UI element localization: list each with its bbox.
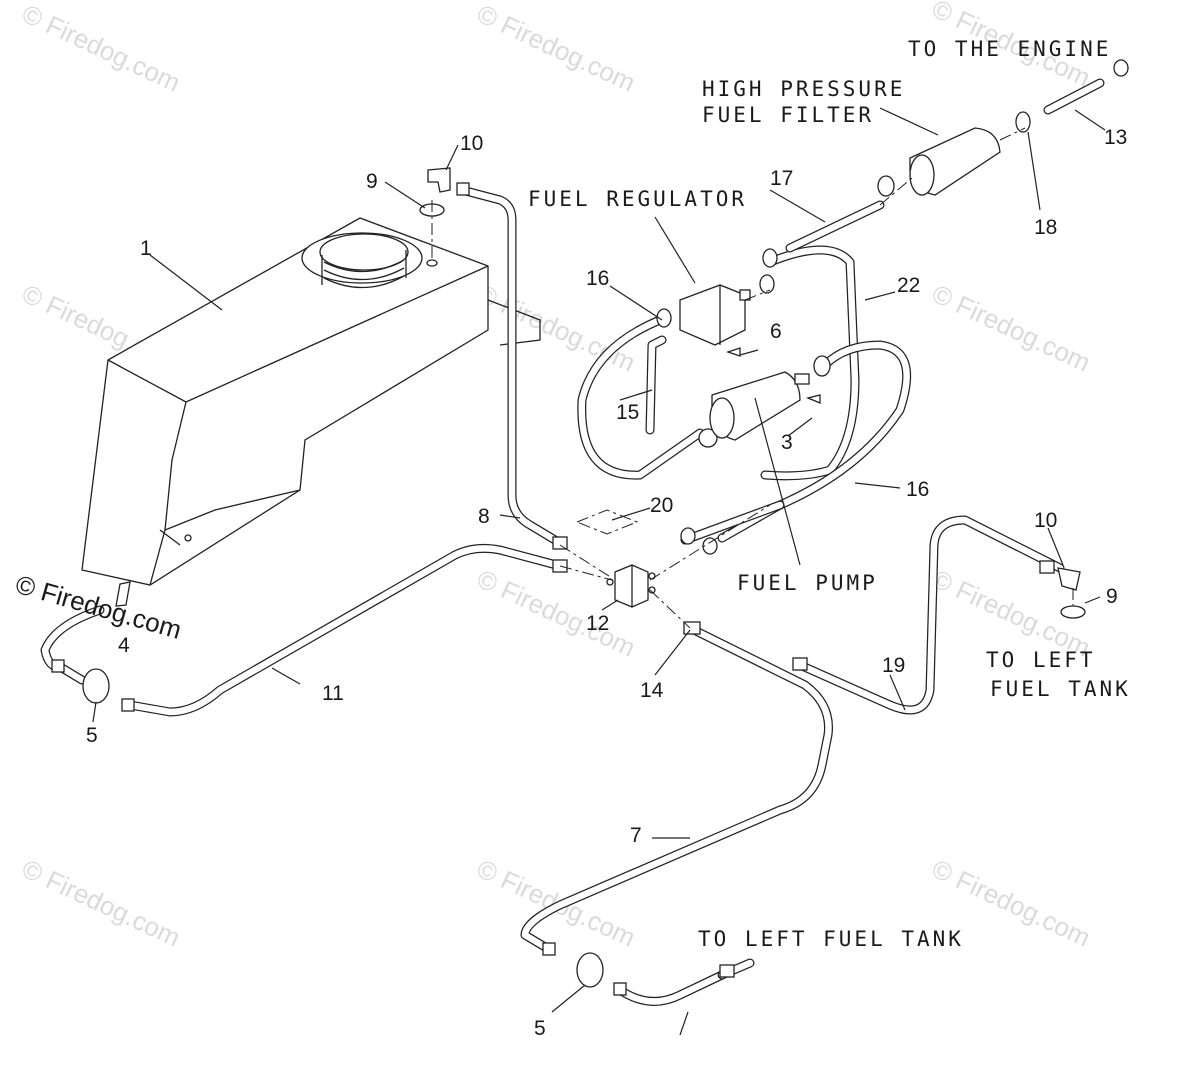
callout-1: 1 [140, 237, 152, 260]
callout-16: 16 [906, 478, 929, 501]
callout-7: 7 [630, 824, 642, 847]
hose-22 [760, 245, 860, 481]
hose-clamp [456, 182, 470, 196]
callout-8: 8 [478, 505, 490, 528]
inline-filter [576, 952, 604, 988]
hose-clamp [702, 537, 718, 555]
callout-13: 13 [1104, 126, 1127, 149]
watermark: © Firedog.com [17, 0, 185, 98]
callout-9: 9 [1106, 585, 1118, 608]
watermark: © Firedog.com [472, 278, 640, 377]
caption-to-left: TO LEFT [986, 648, 1096, 672]
hose-clamp [762, 248, 778, 268]
callout-6: 6 [770, 320, 782, 343]
hose-clamp [1015, 111, 1031, 133]
callout-19: 19 [882, 654, 905, 677]
hose-clamp [121, 698, 135, 712]
callout-10: 10 [1034, 509, 1057, 532]
callout-18: 18 [1034, 216, 1057, 239]
hose-clamp [51, 659, 65, 673]
elbow-fitting [427, 167, 451, 193]
hose-clamp [792, 657, 808, 671]
hose-clamp [1039, 560, 1055, 574]
fuel-tank [81, 217, 541, 586]
callout-numbers: 1 3 4 5 5 6 7 8 9 9 10 10 11 12 13 14 15… [86, 126, 1127, 1040]
hose-clamp [1113, 59, 1129, 77]
caption-fuel-regulator: FUEL REGULATOR [528, 187, 747, 211]
hose-clamp [698, 428, 718, 448]
callout-5: 5 [534, 1017, 546, 1040]
callout-15: 15 [616, 401, 639, 424]
identification-label [575, 509, 639, 535]
elbow-fitting [1057, 567, 1081, 591]
callout-14: 14 [640, 679, 664, 702]
hose-clamp [656, 308, 672, 328]
hose-clamp [552, 536, 568, 550]
hose-clamp [613, 982, 627, 996]
callout-12: 12 [586, 612, 609, 635]
callout-3: 3 [781, 431, 793, 454]
hose-clamp [813, 355, 831, 377]
components [51, 59, 1129, 996]
hose-clamp [683, 621, 701, 635]
callout-10: 10 [460, 132, 483, 155]
watermark: © Firedog.com [472, 0, 640, 98]
callout-20: 20 [650, 494, 673, 517]
captions: TO THE ENGINE HIGH PRESSURE FUEL FILTER … [528, 37, 1131, 951]
callout-17: 17 [770, 167, 793, 190]
inline-filter [82, 668, 110, 704]
watermark-prominent: © Firedog.com [12, 569, 185, 645]
grommet [1060, 605, 1086, 619]
hose-clamp [759, 274, 775, 294]
caption-fuel-tank: FUEL TANK [990, 677, 1131, 701]
watermark: © Firedog.com [17, 853, 185, 952]
callout-4: 4 [118, 634, 130, 657]
callout-16: 16 [586, 267, 609, 290]
caption-fuel-filter: FUEL FILTER [702, 103, 874, 127]
leader-lines [92, 107, 1106, 1036]
flow-lines [431, 127, 1074, 629]
hose-clamp [680, 527, 696, 545]
caption-high-pressure: HIGH PRESSURE [702, 77, 905, 101]
hose-clamp [542, 942, 556, 956]
hose-clamp [877, 175, 895, 197]
callout-11: 11 [322, 682, 344, 705]
caption-to-the-engine: TO THE ENGINE [908, 37, 1111, 61]
hose-clamp [719, 964, 735, 978]
caption-fuel-pump: FUEL PUMP [737, 571, 878, 595]
callout-5: 5 [86, 724, 98, 747]
callout-22: 22 [897, 274, 920, 297]
callout-9: 9 [366, 170, 378, 193]
watermark: © Firedog.com [927, 278, 1095, 377]
caption-to-left-fuel-tank: TO LEFT FUEL TANK [698, 927, 964, 951]
fuel-regulator [679, 284, 746, 346]
